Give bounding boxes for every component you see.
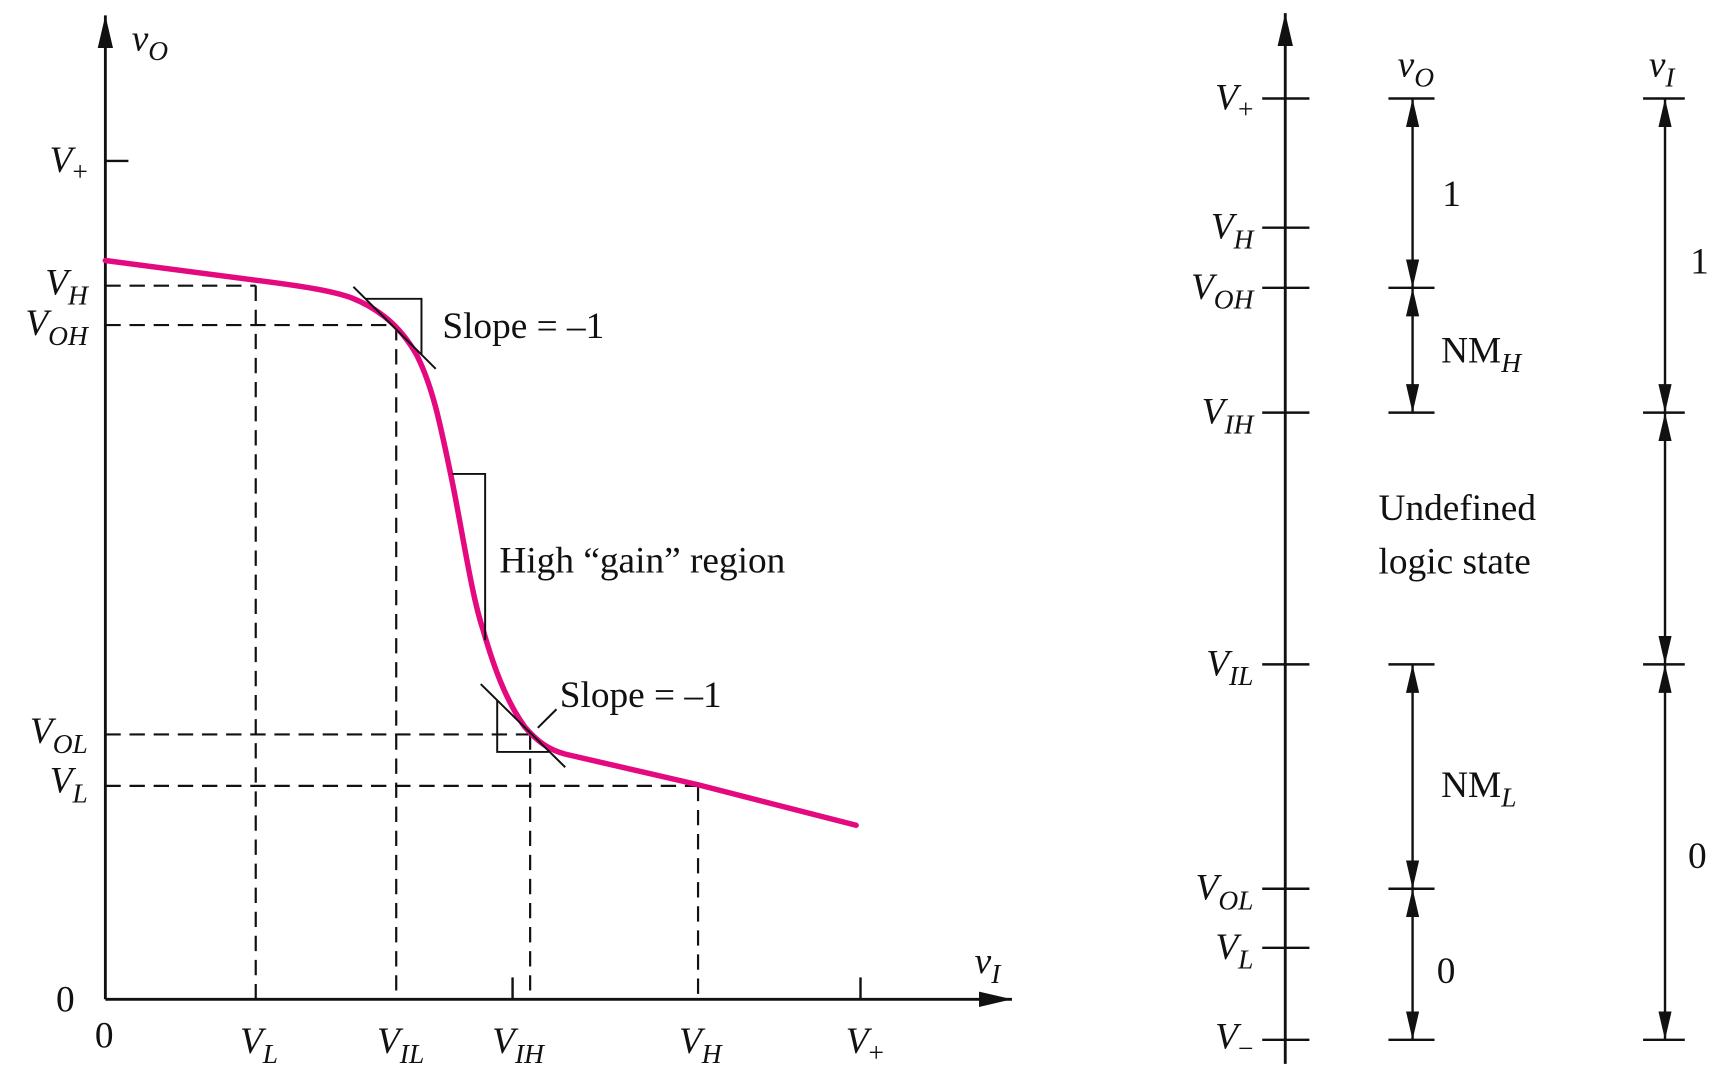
- x-tick-label-v-il: VIL: [377, 1021, 424, 1069]
- y-tick-label-sub: +: [72, 157, 87, 187]
- y-tick-label-sub: L: [72, 778, 88, 808]
- scale-label-main: V: [1196, 868, 1223, 909]
- y-axis-label-sub: O: [148, 36, 168, 66]
- scale-label-main: V: [1191, 267, 1218, 308]
- x-tick-label-zero: 0: [95, 1015, 114, 1056]
- upper-slope-triangle: [365, 297, 423, 355]
- scale-label-v-plus: V+: [1215, 77, 1253, 124]
- gain-region-bracket: [452, 472, 487, 641]
- scale-label-sub: OL: [1218, 886, 1253, 916]
- scale-label-main: V: [1215, 1017, 1242, 1058]
- x-tick-label-main: V: [679, 1021, 706, 1062]
- output-low-label: 0: [1437, 951, 1456, 992]
- scale-label-v-oh: VOH: [1191, 267, 1256, 315]
- scale-label-v-h: VH: [1211, 207, 1256, 255]
- input-level-column: vI 1 0: [1643, 45, 1709, 1041]
- upper-slope-annotation: Slope = –1: [442, 306, 604, 347]
- undefined-region-line1: Undefined: [1379, 488, 1537, 529]
- x-axis-label: vI: [975, 941, 1003, 989]
- scale-label-main: V: [1211, 207, 1238, 248]
- y-tick-label-v-oh: VOH: [25, 303, 90, 351]
- scale-label-v-ol: VOL: [1196, 868, 1254, 916]
- x-tick-label-v-plus: V+: [846, 1021, 884, 1068]
- y-tick-label-zero: 0: [56, 979, 75, 1020]
- transfer-characteristic-plot: vO vI V+ VH VOH VOL VL 0 0 VL VIL VIH VH…: [25, 15, 1012, 1069]
- y-tick-label-v-l: VL: [50, 760, 88, 808]
- x-axis-label-sub: I: [990, 959, 1002, 989]
- y-axis-label: vO: [132, 18, 169, 66]
- scale-label-sub: IH: [1223, 409, 1255, 439]
- scale-label-sub: H: [1233, 224, 1256, 254]
- x-axis-label-main: v: [975, 941, 992, 982]
- scale-label-v-il: VIL: [1206, 643, 1253, 691]
- y-tick-label-v-h: VH: [45, 262, 90, 310]
- scale-label-main: V: [1202, 392, 1229, 433]
- gain-region-annotation: High “gain” region: [499, 540, 785, 581]
- scale-label-v-l: VL: [1215, 927, 1253, 975]
- scale-label-main: V: [1215, 77, 1242, 118]
- lower-slope-leader: [537, 708, 558, 729]
- output-column-header: vO: [1398, 45, 1435, 93]
- x-tick-label-main: V: [240, 1021, 267, 1062]
- upper-tangent-line: [352, 286, 437, 370]
- y-tick-label-sub: OL: [53, 729, 88, 759]
- x-tick-label-sub: +: [869, 1038, 884, 1068]
- output-column-header-sub: O: [1414, 63, 1434, 93]
- logic-level-diagram: V+ VH VOH VIH VIL VOL VL V− vO 1 NMH NML…: [1191, 13, 1709, 1064]
- scale-label-sub: L: [1237, 945, 1253, 975]
- y-tick-label-v-plus: V+: [50, 140, 88, 187]
- y-tick-label-sub: OH: [48, 321, 90, 351]
- scale-label-sub: −: [1238, 1033, 1253, 1063]
- scale-label-main: V: [1206, 643, 1233, 684]
- lower-tangent-line: [480, 683, 566, 768]
- scale-label-v-ih: VIH: [1202, 392, 1256, 440]
- y-axis-label-main: v: [132, 18, 149, 59]
- input-column-header-main: v: [1649, 45, 1666, 86]
- noise-margin-high-label: NMH: [1441, 330, 1523, 378]
- x-tick-label-sub: IH: [514, 1039, 546, 1069]
- input-high-label: 1: [1690, 242, 1709, 283]
- scale-label-sub: OH: [1214, 285, 1256, 315]
- y-tick-label-main: V: [45, 262, 72, 303]
- scale-label-sub: +: [1238, 94, 1253, 124]
- output-column-header-main: v: [1398, 45, 1415, 86]
- undefined-region-line2: logic state: [1379, 542, 1531, 583]
- x-tick-label-main: V: [492, 1021, 519, 1062]
- y-tick-label-sub: H: [67, 280, 90, 310]
- input-column-header: vI: [1649, 45, 1677, 93]
- y-tick-label-main: V: [50, 140, 77, 181]
- noise-margin-low-sub: L: [1500, 783, 1516, 813]
- x-tick-label-main: V: [846, 1021, 873, 1062]
- noise-margin-high-sub: H: [1500, 348, 1523, 378]
- x-tick-label-v-l: VL: [240, 1021, 278, 1069]
- x-tick-label-sub: IL: [399, 1039, 424, 1069]
- y-tick-label-main: V: [50, 760, 77, 801]
- noise-margin-low-label: NML: [1441, 765, 1516, 813]
- x-tick-label-sub: H: [701, 1039, 724, 1069]
- x-tick-label-sub: L: [262, 1039, 278, 1069]
- y-tick-label-v-ol: VOL: [30, 711, 88, 759]
- x-tick-label-main: V: [377, 1021, 404, 1062]
- x-tick-label-v-h: VH: [679, 1021, 724, 1069]
- x-tick-label-v-ih: VIH: [492, 1021, 546, 1069]
- y-tick-label-main: V: [30, 711, 57, 752]
- input-low-label: 0: [1688, 836, 1707, 877]
- lower-slope-triangle: [496, 700, 549, 753]
- scale-label-main: V: [1215, 927, 1242, 968]
- scale-label-sub: IL: [1228, 661, 1253, 691]
- output-high-label: 1: [1442, 174, 1461, 215]
- input-column-header-sub: I: [1664, 63, 1676, 93]
- noise-margin-high-main: NM: [1441, 330, 1501, 371]
- output-level-column: vO 1 NMH NML 0: [1388, 45, 1523, 1041]
- scale-label-v-minus: V−: [1215, 1017, 1253, 1064]
- lower-slope-annotation: Slope = –1: [560, 675, 722, 716]
- noise-margin-low-main: NM: [1441, 765, 1501, 806]
- y-tick-label-main: V: [25, 303, 52, 344]
